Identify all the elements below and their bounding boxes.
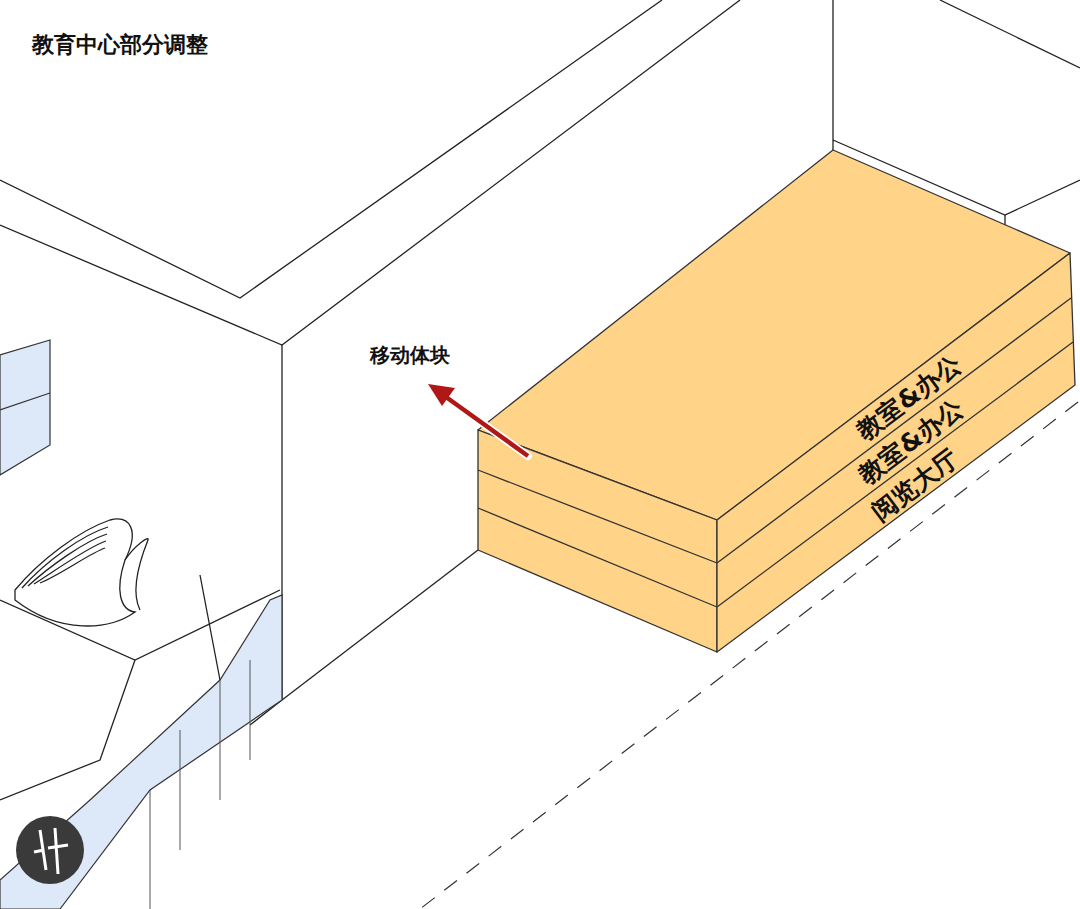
callout-label: 移动体块 (370, 342, 450, 369)
move-arrow (428, 384, 528, 456)
diagram-title: 教育中心部分调整 (32, 30, 208, 60)
watermark-logo (16, 816, 84, 884)
